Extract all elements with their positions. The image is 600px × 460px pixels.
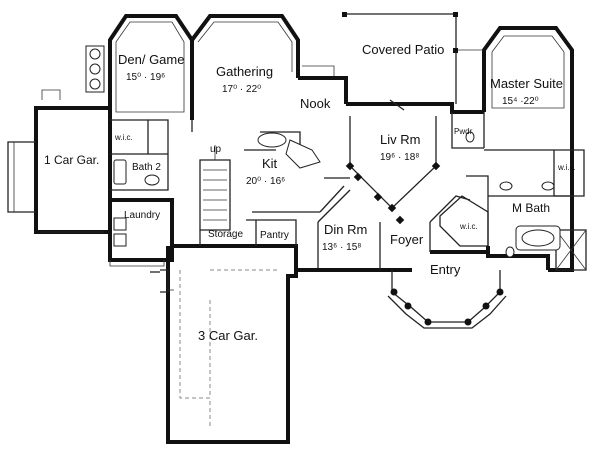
pwdr-name: Pwdr [454, 127, 473, 136]
gathering-name: Gathering [216, 64, 273, 79]
up-label: up [210, 144, 222, 155]
master-suite-dims: 15⁴ ·22⁰ [502, 96, 539, 107]
wic-den-name: w.i.c. [114, 133, 133, 142]
patio-outline [342, 12, 484, 104]
foyer-name: Foyer [390, 232, 424, 247]
bath2-name: Bath 2 [132, 162, 161, 173]
master-suite-name: Master Suite [490, 76, 563, 91]
kit-name: Kit [262, 156, 278, 171]
room-labels: Den/ Game 15⁰ · 19⁶ Gathering 17⁰ · 22⁰ … [44, 42, 576, 343]
m-bath-name: M Bath [512, 201, 550, 215]
garage-detail [40, 231, 280, 428]
din-rm-dims: 13⁶ · 15⁸ [322, 242, 361, 253]
fixtures [7, 21, 565, 258]
three-car-gar-name: 3 Car Gar. [198, 328, 258, 343]
laundry-name: Laundry [124, 210, 160, 221]
liv-rm-dims: 19⁶ · 18⁸ [380, 152, 419, 163]
one-car-gar-name: 1 Car Gar. [44, 153, 99, 167]
entry-porch [387, 270, 507, 329]
den-name: Den/ Game [118, 52, 184, 67]
covered-patio-name: Covered Patio [362, 42, 444, 57]
wic-master-name: w.i.c. [557, 163, 576, 172]
nook-name: Nook [300, 96, 331, 111]
storage-name: Storage [208, 229, 243, 240]
kit-dims: 20⁰ · 16⁶ [246, 176, 285, 187]
exterior-walls [34, 14, 574, 444]
interior-walls [110, 99, 587, 271]
entry-name: Entry [430, 262, 461, 277]
gathering-dims: 17⁰ · 22⁰ [222, 84, 261, 95]
pantry-name: Pantry [260, 230, 289, 241]
wic-bath-name: w.i.c. [459, 222, 478, 231]
den-dims: 15⁰ · 19⁶ [126, 72, 165, 83]
liv-rm-name: Liv Rm [380, 132, 420, 147]
din-rm-name: Din Rm [324, 222, 367, 237]
